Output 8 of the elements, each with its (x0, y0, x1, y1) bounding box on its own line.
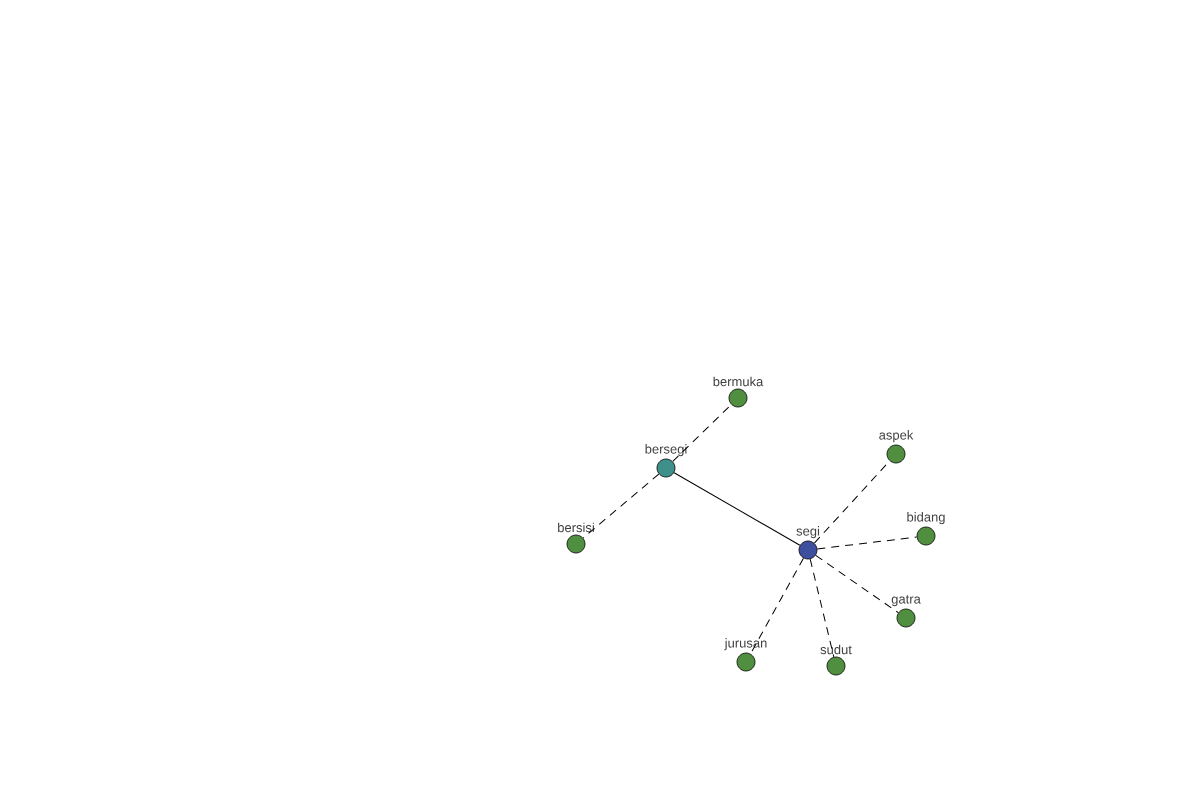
connector-line (815, 554, 899, 614)
connector-line (750, 557, 804, 655)
connector-line (816, 536, 918, 550)
connector-line (672, 404, 732, 462)
connector-line (673, 472, 801, 546)
connector-line (809, 558, 835, 658)
connector-line (813, 460, 891, 544)
connector-line (582, 473, 660, 539)
